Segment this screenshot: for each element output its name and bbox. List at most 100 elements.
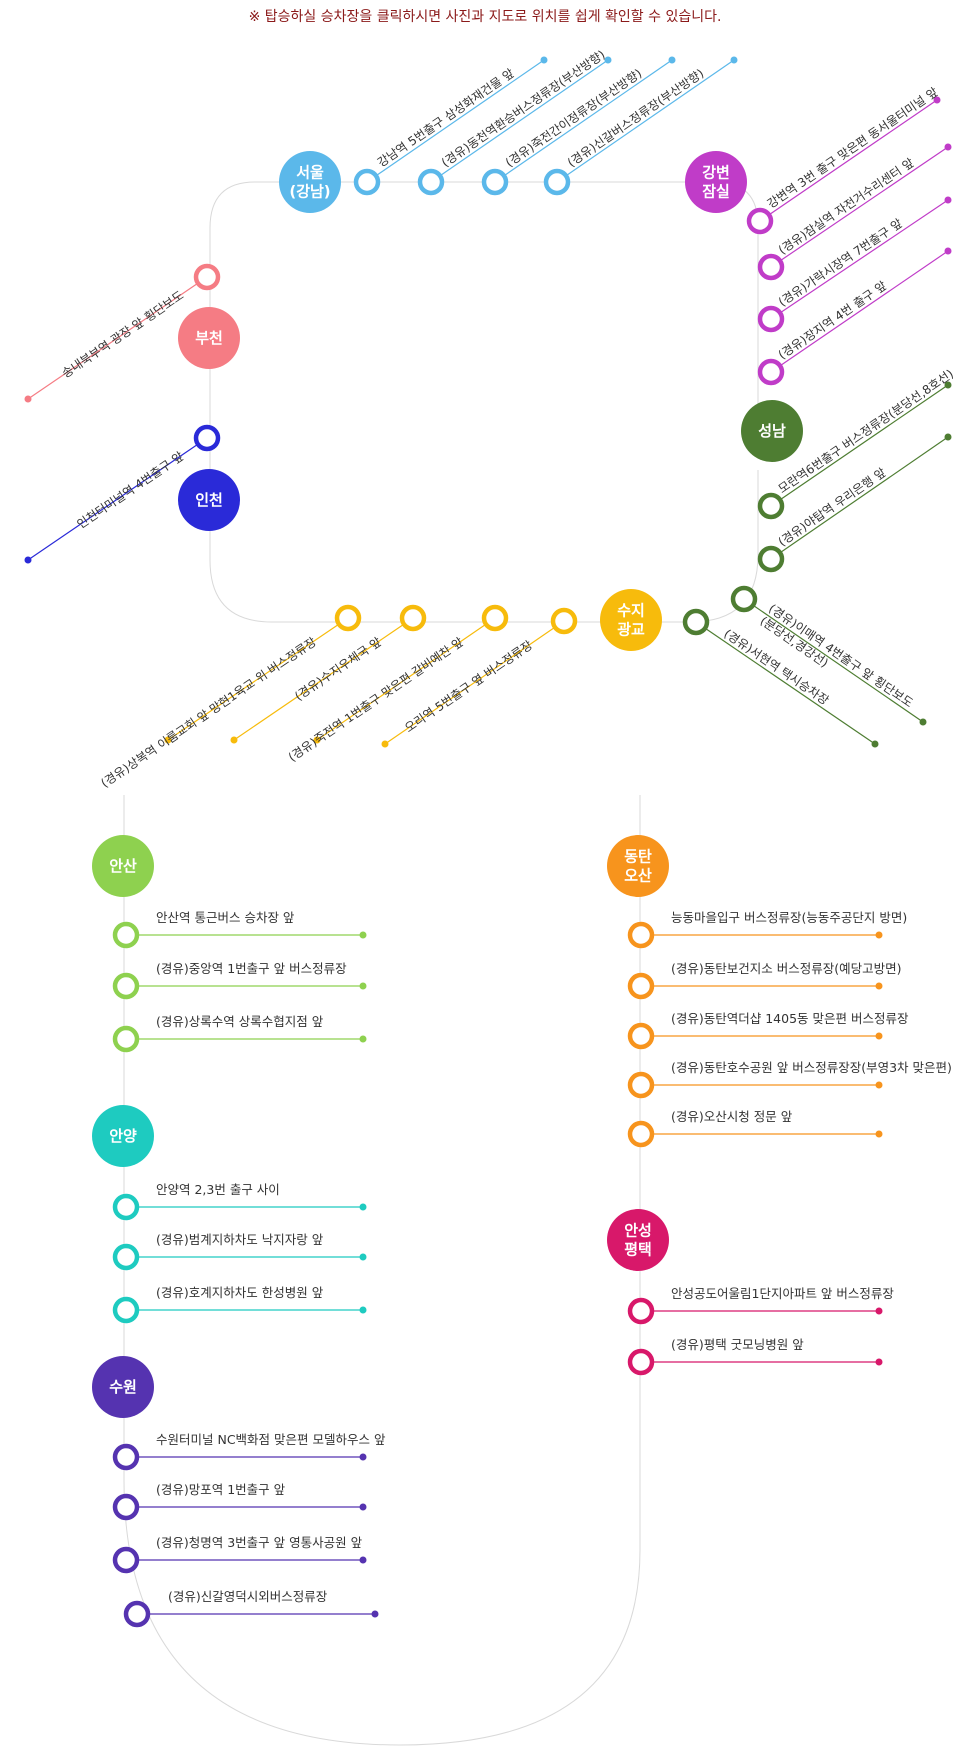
stop-ansan-0-marker[interactable]	[112, 921, 140, 949]
stop-suji_left-0[interactable]: (경유)상복역 이룸교회 앞 망현1육교 위 버스정류장	[98, 604, 362, 790]
stop-ansan-1-marker[interactable]	[112, 972, 140, 1000]
hub-seongnam-badge	[741, 400, 803, 462]
stop-gangbyeon-3-leader	[770, 250, 949, 373]
stop-seongnam-1-end-dot	[944, 433, 952, 441]
hub-suji-badge	[600, 589, 662, 651]
stop-bucheon-0-label: 송내북부역 광장 앞 횡단보도	[59, 288, 186, 381]
stop-ansan-1-end-dot	[359, 982, 367, 990]
hub-anseong-badge	[607, 1209, 669, 1271]
hub-seongnam-label: 성남	[758, 422, 786, 440]
stop-suji_left-0-end-dot	[164, 736, 172, 744]
stop-ansan-1[interactable]: (경유)중앙역 1번출구 앞 버스정류장	[112, 961, 367, 1000]
stop-bucheon-0-marker[interactable]	[193, 263, 221, 291]
stop-suji_left-3-label: 오리역 5번출구 옆 버스정류장	[402, 638, 535, 735]
stop-seongnam-0-marker[interactable]	[757, 492, 785, 520]
stop-seongnam-1-leader	[770, 436, 949, 560]
stop-suwon-0-marker[interactable]	[112, 1443, 140, 1471]
stop-seongnam-1-marker[interactable]	[757, 545, 785, 573]
stop-suji_right-1-end-dot	[871, 740, 879, 748]
stop-gangbyeon-3-marker[interactable]	[757, 358, 785, 386]
stop-gangbyeon-2-leader	[770, 199, 949, 320]
stop-dongtan-4[interactable]: (경유)오산시청 정문 앞	[627, 1109, 883, 1148]
stop-suwon-3-end-dot	[371, 1610, 379, 1618]
stop-dongtan-3[interactable]: (경유)동탄호수공원 앞 버스정류장장(부영3차 맞은편)	[627, 1060, 952, 1099]
stop-suji_right-0-marker[interactable]	[730, 585, 758, 613]
stop-anseong-0-marker[interactable]	[627, 1297, 655, 1325]
stop-seoul-0[interactable]: 강남역 5번출구 삼성화재건물 앞	[353, 56, 548, 196]
stop-incheon-0-label: 인천터미널역 4번출구 앞	[74, 448, 186, 531]
stop-ansan-2[interactable]: (경유)상록수역 상록수협지점 앞	[112, 1014, 367, 1053]
stop-dongtan-3-marker[interactable]	[627, 1071, 655, 1099]
stop-seoul-2-leader	[494, 59, 673, 183]
stop-anyang-2-marker[interactable]	[112, 1296, 140, 1324]
stop-seoul-2-marker[interactable]	[481, 168, 509, 196]
stop-suji_right-1-marker[interactable]	[682, 608, 710, 636]
stop-suji_left-0-marker[interactable]	[334, 604, 362, 632]
stop-seoul-2-end-dot	[668, 56, 676, 64]
stop-gangbyeon-3-end-dot	[944, 247, 952, 255]
stop-anyang-1[interactable]: (경유)범계지하차도 낙지자랑 앞	[112, 1232, 367, 1271]
stop-seoul-1-marker[interactable]	[417, 168, 445, 196]
stop-dongtan-4-marker[interactable]	[627, 1120, 655, 1148]
stop-gangbyeon-0-marker[interactable]	[746, 207, 774, 235]
stop-anseong-1-marker[interactable]	[627, 1348, 655, 1376]
stop-dongtan-2-marker[interactable]	[627, 1022, 655, 1050]
stop-ansan-0-label: 안산역 통근버스 승차장 앞	[156, 910, 295, 925]
hub-bucheon: 부천	[178, 307, 240, 369]
hub-gangbyeon-badge	[685, 151, 747, 213]
stop-seoul-3-marker[interactable]	[543, 168, 571, 196]
track-top-loop	[209, 181, 759, 623]
stop-seongnam-0-end-dot	[944, 381, 952, 389]
stop-gangbyeon-3[interactable]: (경유)장지역 4번 출구 앞	[757, 247, 952, 386]
stop-dongtan-1-marker[interactable]	[627, 972, 655, 1000]
stop-layer: 강남역 5번출구 삼성화재건물 앞(경유)동천역환승버스정류장(부산방향)(경유…	[24, 47, 956, 1628]
stop-gangbyeon-1-marker[interactable]	[757, 253, 785, 281]
stop-anyang-0-label: 안양역 2,3번 출구 사이	[156, 1182, 280, 1197]
stop-dongtan-0[interactable]: 능동마을입구 버스정류장(능동주공단지 방면)	[627, 910, 907, 949]
hub-incheon-badge	[178, 469, 240, 531]
stop-gangbyeon-2-marker[interactable]	[757, 305, 785, 333]
stop-dongtan-1[interactable]: (경유)동탄보건지소 버스정류장(예당고방면)	[627, 961, 901, 1000]
stop-suwon-1[interactable]: (경유)망포역 1번출구 앞	[112, 1482, 367, 1521]
stop-anyang-0[interactable]: 안양역 2,3번 출구 사이	[112, 1182, 367, 1221]
stop-dongtan-2-label: (경유)동탄역더샵 1405동 맞은편 버스정류장	[671, 1011, 909, 1026]
stop-suji_right-0-leader	[743, 598, 924, 723]
stop-seoul-0-marker[interactable]	[353, 168, 381, 196]
stop-suwon-3[interactable]: (경유)신갈영덕시외버스정류장	[123, 1589, 379, 1628]
stop-anyang-0-marker[interactable]	[112, 1193, 140, 1221]
stop-dongtan-2[interactable]: (경유)동탄역더샵 1405동 맞은편 버스정류장	[627, 1011, 909, 1050]
stop-bucheon-0-leader	[27, 276, 208, 400]
stop-suwon-1-marker[interactable]	[112, 1493, 140, 1521]
stop-anyang-1-label: (경유)범계지하차도 낙지자랑 앞	[156, 1232, 324, 1247]
stop-gangbyeon-0-end-dot	[933, 96, 941, 104]
stop-suwon-3-marker[interactable]	[123, 1600, 151, 1628]
stop-dongtan-1-end-dot	[875, 982, 883, 990]
stop-dongtan-2-end-dot	[875, 1032, 883, 1040]
stop-suwon-2-marker[interactable]	[112, 1546, 140, 1574]
stop-suji_left-3-marker[interactable]	[550, 607, 578, 635]
stop-anyang-1-marker[interactable]	[112, 1243, 140, 1271]
stop-suwon-0[interactable]: 수원터미널 NC백화점 맞은편 모델하우스 앞	[112, 1432, 386, 1471]
hub-seoul: 서울(강남)	[279, 151, 341, 213]
stop-incheon-0-marker[interactable]	[193, 424, 221, 452]
stop-gangbyeon-2-label: (경유)가락시장역 7번출구 앞	[776, 216, 905, 309]
stop-suwon-2[interactable]: (경유)청명역 3번출구 앞 영통사공원 앞	[112, 1535, 367, 1574]
stop-anseong-0[interactable]: 안성공도어울림1단지아파트 앞 버스정류장	[627, 1286, 894, 1325]
hub-bucheon-badge	[178, 307, 240, 369]
stop-seoul-1-leader	[430, 59, 609, 183]
stop-gangbyeon-2-end-dot	[944, 196, 952, 204]
stop-ansan-2-marker[interactable]	[112, 1025, 140, 1053]
stop-anseong-1[interactable]: (경유)평택 굿모닝병원 앞	[627, 1337, 883, 1376]
stop-suji_left-1-marker[interactable]	[399, 604, 427, 632]
stop-suji_left-2-marker[interactable]	[481, 604, 509, 632]
stop-dongtan-4-end-dot	[875, 1130, 883, 1138]
stop-suwon-1-label: (경유)망포역 1번출구 앞	[156, 1482, 286, 1497]
stop-ansan-0[interactable]: 안산역 통근버스 승차장 앞	[112, 910, 367, 949]
stop-anyang-2[interactable]: (경유)호계지하차도 한성병원 앞	[112, 1285, 367, 1324]
stop-dongtan-0-marker[interactable]	[627, 921, 655, 949]
